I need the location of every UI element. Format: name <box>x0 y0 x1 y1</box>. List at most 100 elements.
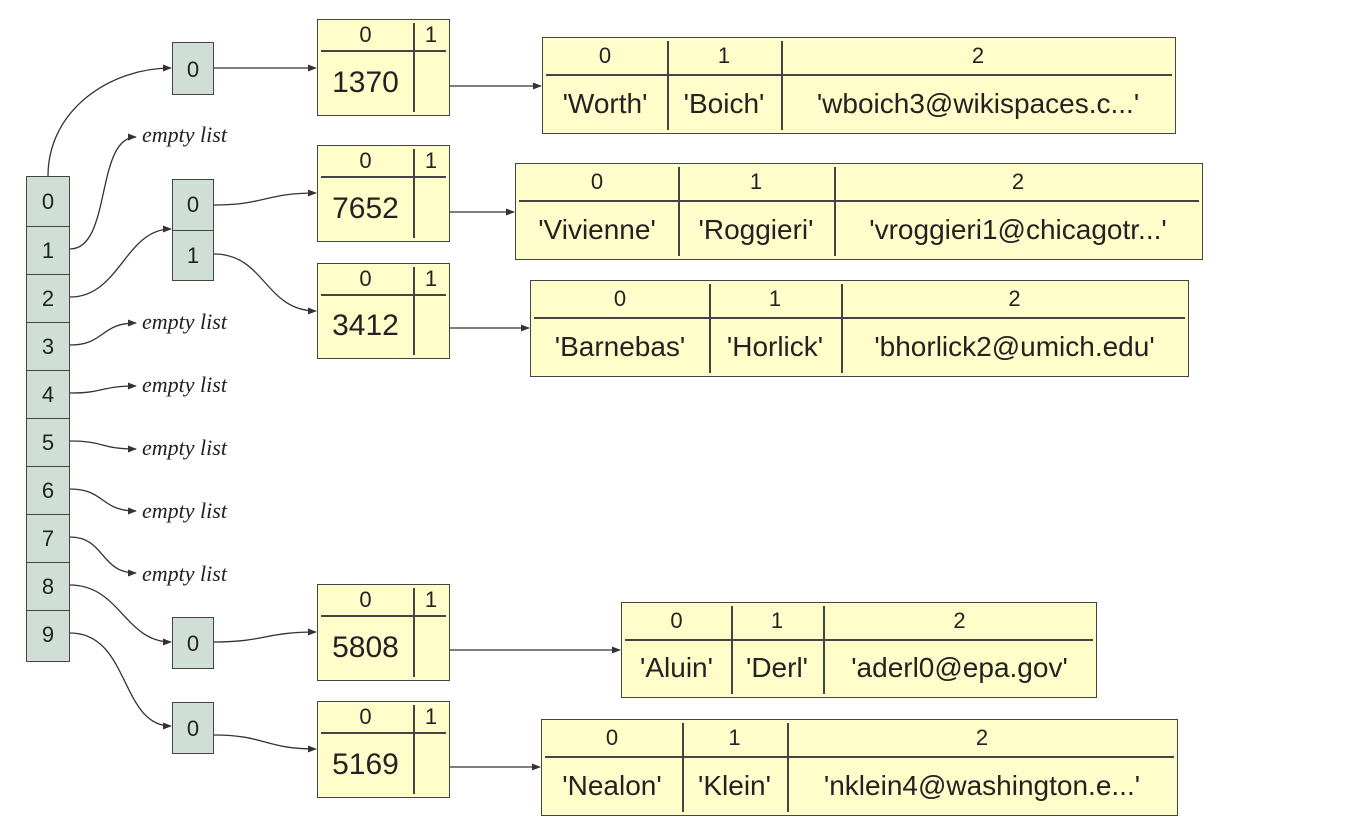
bucket-index: 7 <box>27 514 69 562</box>
list-to-pair-arrow <box>213 734 317 753</box>
divider <box>546 74 1172 76</box>
divider <box>823 606 825 694</box>
divider <box>534 317 1185 319</box>
bucket-3-arrow <box>69 319 137 346</box>
list-to-pair-arrow <box>213 253 317 315</box>
empty-list-label: empty list <box>142 372 227 397</box>
email: 'bhorlick2@umich.edu' <box>874 330 1155 362</box>
first-name: 'Barnebas' <box>554 330 686 362</box>
pair-header-0: 0 <box>359 587 372 612</box>
bucket-index: 6 <box>27 466 69 514</box>
last-name: 'Boich' <box>683 87 765 119</box>
bucket-index: 0 <box>41 189 55 214</box>
field-header-0: 0 <box>670 608 683 633</box>
field-header-0: 0 <box>598 43 612 68</box>
divider <box>545 756 1174 758</box>
empty-list-label: empty list <box>142 435 227 460</box>
record-vivienne-roggieri: 0 1 2 'Vivienne' 'Roggieri' 'vroggieri1@… <box>515 163 1203 260</box>
field-header-2: 2 <box>975 725 989 750</box>
divider <box>321 294 446 296</box>
pair-record-1370: 0 1 1370 <box>317 19 450 116</box>
first-name: 'Nealon' <box>562 769 662 801</box>
divider <box>413 23 415 112</box>
bucket-index: 8 <box>27 562 69 610</box>
empty-list-label: empty list <box>142 561 227 586</box>
pair-key: 5169 <box>332 747 399 781</box>
bucket-8-arrow <box>69 584 172 646</box>
divider <box>709 284 711 373</box>
field-header-1: 1 <box>749 169 763 194</box>
bucket-index: 1 <box>27 226 69 274</box>
email: 'vroggieri1@chicagotr...' <box>869 213 1167 245</box>
bucket-9-list: 0 <box>172 702 214 754</box>
divider <box>678 167 680 256</box>
list-index: 0 <box>186 716 200 741</box>
divider <box>413 588 415 677</box>
last-name: 'Horlick' <box>726 330 824 362</box>
pair-record-5808: 0 1 5808 <box>317 584 450 681</box>
divider <box>667 41 669 130</box>
bucket-6-arrow <box>69 488 137 515</box>
list-index: 0 <box>186 56 200 82</box>
pair-header-1: 1 <box>424 266 438 291</box>
list-index: 1 <box>173 230 213 280</box>
divider <box>321 176 446 178</box>
bucket-4-arrow <box>69 382 137 394</box>
divider <box>321 732 446 734</box>
field-header-1: 1 <box>728 725 741 750</box>
bucket-8-list: 0 <box>172 617 214 669</box>
bucket-index: 9 <box>27 610 69 658</box>
record-aluin-derl: 0 1 2 'Aluin' 'Derl' 'aderl0@epa.gov' <box>621 602 1097 698</box>
first-name: 'Aluin' <box>640 652 713 683</box>
bucket-2-arrow <box>69 225 172 298</box>
bucket-index: 3 <box>27 322 69 370</box>
first-name: 'Worth' <box>562 87 648 119</box>
bucket-index: 4 <box>27 370 69 418</box>
bucket-7-arrow <box>69 536 137 577</box>
pair-record-7652: 0 1 7652 <box>317 145 450 242</box>
pair-record-3412: 0 1 3412 <box>317 263 450 359</box>
email: 'nklein4@washington.e...' <box>823 769 1141 801</box>
pair-header-0: 0 <box>359 704 372 729</box>
pair-key: 5808 <box>332 630 399 664</box>
field-header-1: 1 <box>768 286 782 311</box>
email: 'aderl0@epa.gov' <box>851 652 1068 683</box>
first-name: 'Vivienne' <box>538 213 656 245</box>
divider <box>682 723 684 812</box>
bucket-5-arrow <box>69 440 137 453</box>
pair-header-0: 0 <box>359 148 372 173</box>
last-name: 'Derl' <box>745 652 809 683</box>
list-index: 0 <box>186 192 200 217</box>
last-name: 'Klein' <box>698 769 771 801</box>
divider <box>625 639 1093 641</box>
divider <box>321 615 446 617</box>
bucket-2-list: 0 1 <box>172 179 214 281</box>
pair-header-1: 1 <box>424 22 438 47</box>
divider <box>841 284 843 373</box>
list-index: 0 <box>186 631 200 656</box>
list-to-pair-arrow <box>213 189 317 206</box>
empty-list-label: empty list <box>142 498 227 523</box>
field-header-1: 1 <box>770 608 784 633</box>
pair-key: 3412 <box>332 309 399 342</box>
field-header-1: 1 <box>717 43 731 68</box>
divider <box>321 50 446 52</box>
field-header-0: 0 <box>590 169 604 194</box>
divider <box>731 606 733 694</box>
divider <box>413 705 415 794</box>
bucket-9-arrow <box>69 632 172 730</box>
pair-header-1: 1 <box>424 587 438 612</box>
bucket-index: 2 <box>27 274 69 322</box>
bucket-1-arrow <box>69 133 137 250</box>
pair-header-0: 0 <box>359 266 372 291</box>
record-worth-boich: 0 1 2 'Worth' 'Boich' 'wboich3@wikispace… <box>542 37 1176 134</box>
record-barnebas-horlick: 0 1 2 'Barnebas' 'Horlick' 'bhorlick2@um… <box>530 280 1189 377</box>
field-header-2: 2 <box>953 608 966 633</box>
bucket-index: 5 <box>27 418 69 466</box>
divider <box>519 200 1199 202</box>
pair-record-5169: 0 1 5169 <box>317 701 450 798</box>
empty-list-label: empty list <box>142 122 227 147</box>
list-to-pair-arrow <box>213 628 317 643</box>
pair-key: 7652 <box>332 191 399 225</box>
